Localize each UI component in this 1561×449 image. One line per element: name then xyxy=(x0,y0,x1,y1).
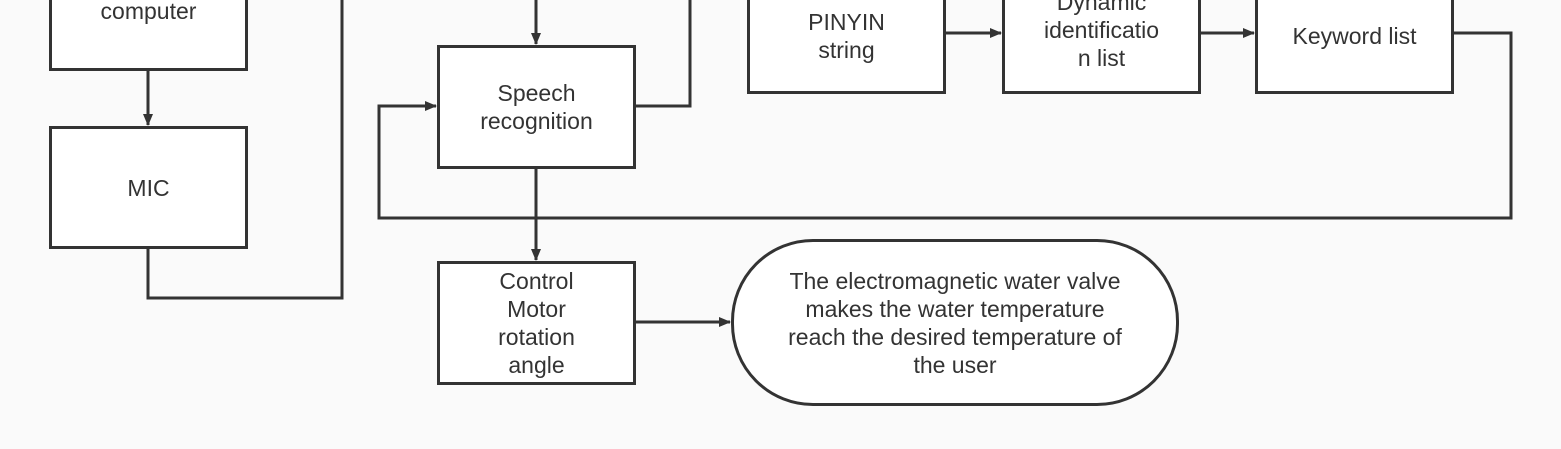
node-single-chip-computer: Single-chip computer xyxy=(49,0,248,71)
node-electromagnetic-water-valve: The electromagnetic water valve makes th… xyxy=(731,239,1179,406)
node-mic-label: MIC xyxy=(127,174,170,201)
connector-speech-to-top xyxy=(636,0,692,108)
arrow-keyword-feedback-to-speech xyxy=(377,31,1513,220)
node-keyword-list: Keyword list xyxy=(1255,0,1454,94)
node-mic: MIC xyxy=(49,126,248,249)
node-dynamic-identification-list-label: Dynamic identificatio n list xyxy=(1043,0,1160,71)
node-control-motor-rotation-angle: Control Motor rotation angle xyxy=(437,261,636,385)
node-pinyin-string: PINYIN string xyxy=(747,0,946,94)
node-electromagnetic-water-valve-label: The electromagnetic water valve makes th… xyxy=(788,267,1122,378)
node-speech-recognition-label: Speech recognition xyxy=(480,80,593,134)
connector-mic-to-top xyxy=(146,0,344,300)
node-control-motor-rotation-angle-label: Control Motor rotation angle xyxy=(498,268,575,378)
node-single-chip-computer-label: Single-chip computer xyxy=(100,0,197,24)
node-pinyin-string-label: PINYIN string xyxy=(808,9,885,63)
node-dynamic-identification-list: Dynamic identificatio n list xyxy=(1002,0,1201,94)
node-keyword-list-label: Keyword list xyxy=(1292,23,1417,49)
node-speech-recognition: Speech recognition xyxy=(437,45,636,169)
